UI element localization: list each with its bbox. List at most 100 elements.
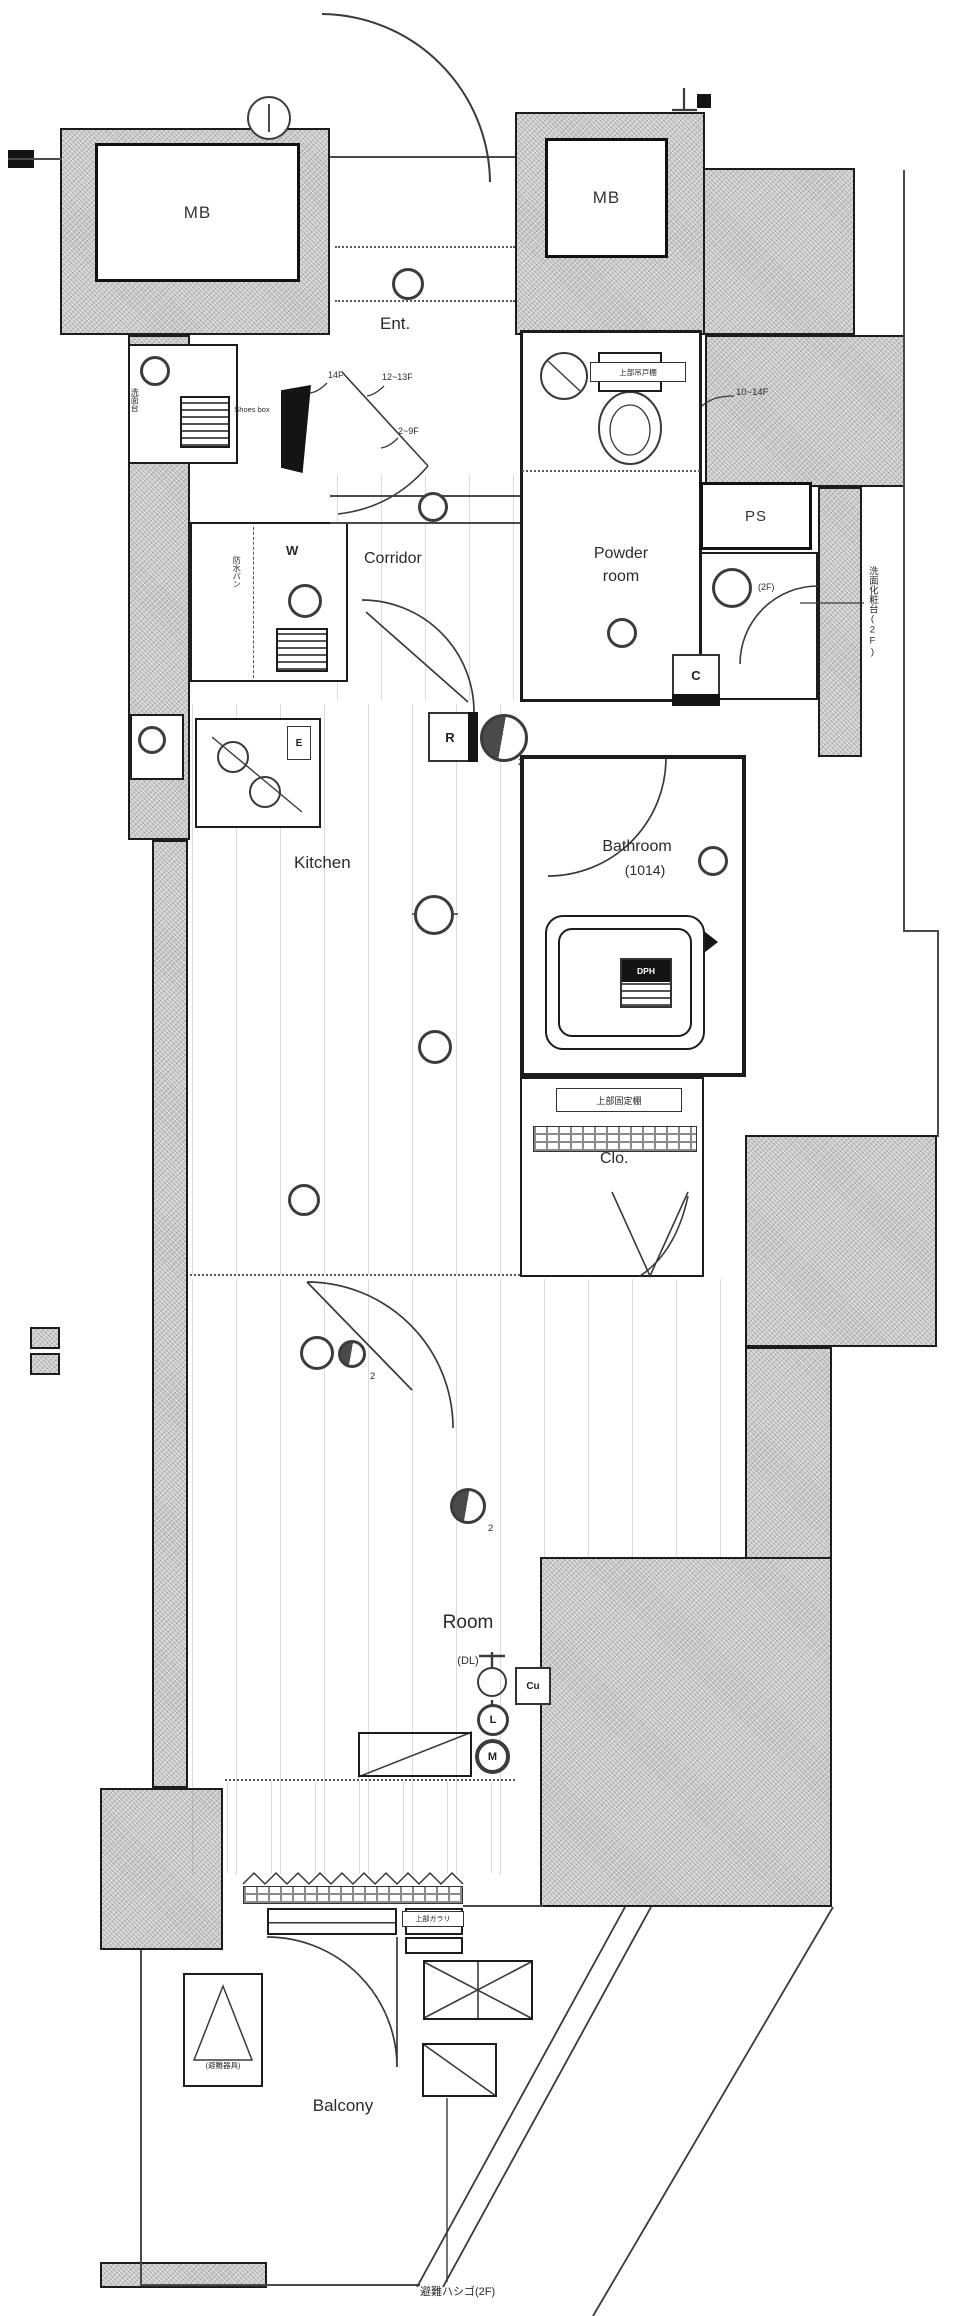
closet-shelf-note: 上部固定棚 — [556, 1088, 682, 1112]
bath-panel-label: DPH — [622, 960, 670, 982]
wall-left-lower — [152, 840, 188, 1788]
bathroom-light — [698, 846, 728, 876]
boundary-right-lower — [937, 930, 939, 1137]
balcony-triangle — [192, 1983, 254, 2061]
boundary-right-step — [903, 930, 939, 932]
wall-left-stub-a — [30, 1327, 60, 1349]
balcony-hatch-note: (避難器具) — [205, 2061, 241, 2070]
escape-hatch-box — [422, 2043, 497, 2097]
room-door-arc — [306, 1281, 454, 1429]
kitchen-light-b — [418, 1030, 452, 1064]
mb-left-label: MB — [183, 202, 212, 222]
wall-balcony-left-bar — [100, 2262, 267, 2288]
washer-dash-line — [253, 527, 254, 678]
kitchen-label: Kitchen — [294, 853, 351, 872]
washbasin-door-arc — [739, 585, 819, 665]
closet-label: Clo. — [600, 1150, 629, 1167]
l-circle: L — [477, 1704, 509, 1736]
window-right-lower — [405, 1937, 463, 1954]
wall-bottom-right-block — [540, 1557, 832, 1907]
intercom-bar — [268, 104, 270, 132]
ent-dotted-line-a — [335, 246, 515, 248]
c-box-bar — [672, 694, 720, 706]
window-sill-band — [243, 1886, 463, 1904]
toilet-cabinet-note: 上部吊戸棚 — [590, 362, 686, 382]
meter-box-right: MB — [545, 138, 668, 258]
boundary-right-upper — [903, 170, 905, 930]
washbasin-niche — [700, 552, 818, 700]
toilet-powder-divider — [522, 470, 700, 472]
refrigerator-box: R — [428, 712, 472, 762]
refrigerator-label: R — [445, 729, 455, 745]
door-12-13f-note: 12~13F — [382, 372, 413, 382]
balcony-bottom-line — [140, 2284, 420, 2286]
balcony-sliding-door — [267, 1908, 397, 1935]
kitchen-room-boundary — [190, 1274, 520, 1276]
c-box: C — [672, 654, 720, 696]
pipe-space: PS — [700, 482, 812, 550]
toilet-vent-cross — [547, 360, 581, 392]
escape-ladder-note: 避難ハシゴ(2F) — [420, 2286, 496, 2298]
washer-drain-circle — [288, 584, 322, 618]
closet-pipe-band — [533, 1126, 697, 1152]
powder-label-2: room — [602, 568, 640, 585]
corridor-door-arc — [361, 599, 475, 713]
stove-e-label: E — [295, 737, 303, 749]
face-line-under-window — [463, 1905, 543, 1907]
powder-label-1: Powder — [593, 545, 649, 562]
washer-pan — [276, 628, 328, 672]
room-label: Room — [442, 1612, 494, 1633]
wall-right-mid-block — [745, 1135, 937, 1347]
bath-panel-stripes — [622, 982, 670, 1006]
wall-top-right-ext — [703, 168, 855, 335]
door-2-9f-note: 2~9F — [398, 426, 419, 436]
mb-right-label: MB — [592, 188, 621, 207]
washer-label: W — [286, 543, 299, 558]
room-light-pair-count: 2 — [370, 1371, 376, 1382]
stove-diagonal — [211, 736, 303, 813]
m-circle-label: M — [487, 1750, 498, 1763]
room-light-pair-a — [300, 1336, 334, 1370]
bathroom-door-arc — [547, 757, 667, 877]
room-right-light-count: 2 — [488, 1523, 494, 1534]
boundary-top-left — [8, 158, 62, 160]
stove-burner-a — [217, 741, 249, 773]
c-box-label: C — [691, 667, 701, 683]
ps-label: PS — [744, 507, 767, 525]
m-circle: M — [475, 1739, 510, 1774]
window-upper-note-text: 上部ガラリ — [415, 1916, 451, 1923]
toilet-bowl-inner — [609, 404, 651, 456]
bathroom-label-1: Bathroom — [602, 838, 672, 855]
refrigerator-bar — [468, 712, 478, 762]
label-leaders — [309, 382, 735, 449]
door-14f-note: 14F — [328, 370, 344, 380]
balcony-diagonal-edges — [416, 1906, 834, 2316]
entrance-door-arc — [321, 13, 491, 183]
balcony-door-arc — [266, 1936, 398, 2068]
balcony-label: Balcony — [312, 2096, 374, 2115]
laundry-pan-note: 防水パン — [232, 556, 242, 588]
site-mark-top-right — [697, 94, 711, 108]
window-alcove-floor — [227, 1781, 513, 1873]
kitchen-light-a — [414, 895, 454, 935]
ent-top-face-line — [330, 156, 515, 158]
stove-e-tag: E — [287, 726, 311, 760]
room-downlight-label: (DL) — [457, 1655, 479, 1667]
washbasin-bowl — [712, 568, 752, 608]
room-faucet-circle — [477, 1667, 507, 1697]
balcony-left-line — [140, 1950, 142, 2286]
room-light-pair-b — [338, 1340, 366, 1368]
ent-label: Ent. — [380, 314, 411, 333]
cu-box-label: Cu — [526, 1680, 540, 1692]
desk-diagonal — [357, 1731, 473, 1778]
shoes-box-label: Shoes box — [234, 405, 270, 414]
l-circle-label: L — [489, 1714, 497, 1726]
washbasin-note-vertical: 洗面化粧台(2F) — [866, 566, 878, 658]
basin-circle — [140, 356, 170, 386]
toilet-cabinet-text: 上部吊戸棚 — [619, 367, 657, 377]
kitchen-vent-circle — [480, 714, 528, 762]
bathroom-label-2: (1014) — [624, 862, 666, 878]
window-upper-note: 上部ガラリ — [402, 1911, 464, 1927]
corridor-label: Corridor — [364, 550, 422, 567]
